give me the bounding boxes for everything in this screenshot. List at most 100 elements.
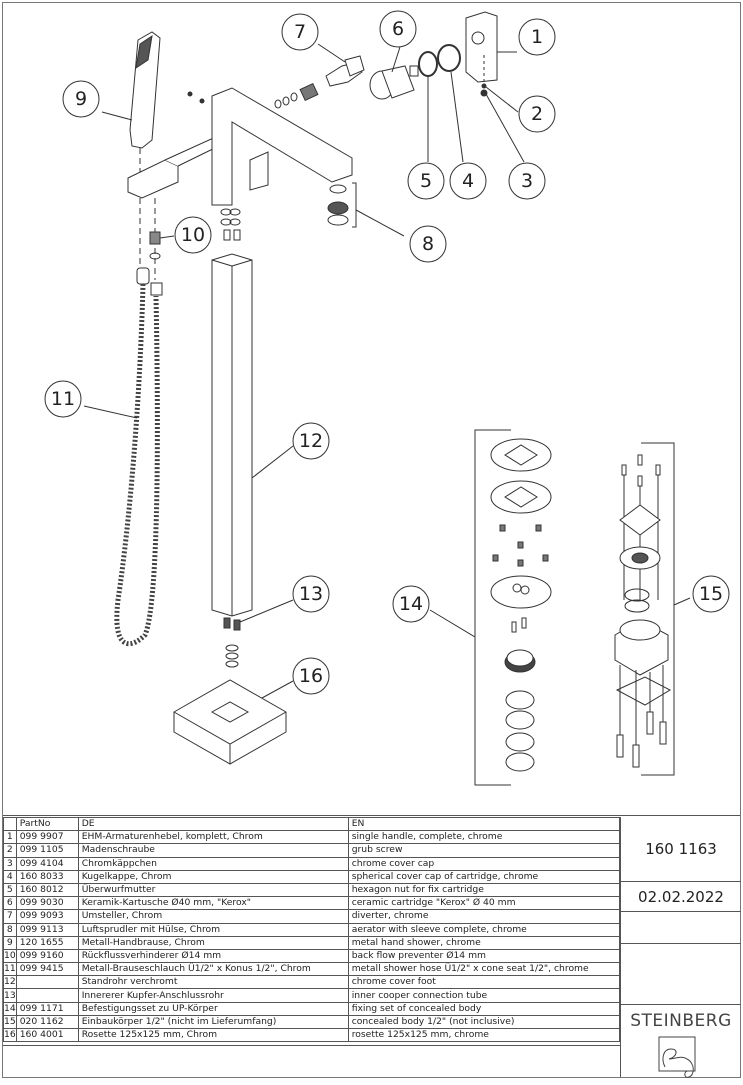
callout-14 <box>392 585 430 623</box>
cell-partno: 120 1655 <box>15 935 79 950</box>
hand-shower-part <box>129 31 161 270</box>
cell-partno: 160 4001 <box>15 1027 79 1043</box>
cell-de: Chromkäppchen <box>77 856 349 871</box>
cell-partno: 099 9030 <box>15 896 79 911</box>
cell-partno: 099 9415 <box>15 962 79 977</box>
cell-partno: 160 8033 <box>15 869 79 884</box>
header-partno: PartNo <box>15 816 79 832</box>
callout-2-label: 2 <box>531 103 543 125</box>
cell-partno: 160 8012 <box>15 882 79 898</box>
cell-partno: 099 4104 <box>15 856 79 871</box>
cell-en: metal hand shower, chrome <box>347 935 621 950</box>
cell-en: grub screw <box>347 843 621 858</box>
callout-9-label: 9 <box>75 88 87 110</box>
back-flow-preventer-part <box>149 231 161 245</box>
cell-partno: 099 9907 <box>15 830 79 845</box>
cell-en: rosette 125x125 mm, chrome <box>347 1027 621 1043</box>
diverter-part <box>274 55 365 109</box>
cell-num: 7 <box>3 909 17 924</box>
table-divider <box>3 815 740 816</box>
hexagon-nut-part <box>418 51 438 77</box>
callout-4-label: 4 <box>462 170 474 192</box>
cartridge-part <box>369 65 419 100</box>
cell-partno: 099 9160 <box>15 948 79 964</box>
cell-en: concealed body 1/2" (not inclusive) <box>347 1014 621 1030</box>
callout-13-label: 13 <box>299 583 323 605</box>
callout-9 <box>62 80 100 118</box>
callout-14-label: 14 <box>399 593 423 615</box>
callout-15 <box>692 575 730 613</box>
brand-name: STEINBERG <box>630 1011 732 1031</box>
callout-5 <box>407 162 445 200</box>
callout-8 <box>409 225 447 263</box>
cell-partno: 099 1105 <box>15 843 79 858</box>
cell-en: diverter, chrome <box>347 909 621 924</box>
cell-partno: 020 1162 <box>15 1014 79 1030</box>
table-header-row: PartNo DE EN <box>3 816 621 832</box>
brand-logo-icon <box>658 1036 696 1078</box>
cover-column-part <box>211 253 253 617</box>
cell-num: 15 <box>3 1014 17 1030</box>
cell-de: Rückflussverhinderer Ø14 mm <box>77 948 349 964</box>
cell-de: Madenschraube <box>77 843 349 858</box>
header-en: EN <box>347 816 621 832</box>
callout-12-label: 12 <box>299 430 323 452</box>
fixing-set-parts <box>490 438 552 772</box>
brand-block: STEINBERG <box>621 1011 741 1085</box>
cell-de: Metall-Brauseschlauch Ü1/2" x Konus 1/2"… <box>77 962 349 977</box>
handle-part <box>465 11 498 97</box>
shower-hose-part <box>114 267 163 647</box>
cell-de: Umsteller, Chrom <box>77 909 349 924</box>
aerator-part <box>327 182 357 228</box>
header-num <box>3 816 17 832</box>
cell-num: 12 <box>3 975 17 990</box>
cell-de: Befestigungsset zu UP-Körper <box>77 1001 349 1016</box>
callout-8-label: 8 <box>422 233 434 255</box>
callout-12 <box>292 422 330 460</box>
cell-en: single handle, complete, chrome <box>347 830 621 845</box>
cell-partno <box>15 975 79 990</box>
cell-en: hexagon nut for fix cartridge <box>347 882 621 898</box>
cell-de: Rosette 125x125 mm, Chrom <box>77 1027 349 1043</box>
cell-en: aerator with sleeve complete, chrome <box>347 922 621 937</box>
cell-en: chrome cover foot <box>347 975 621 990</box>
cell-partno <box>15 988 79 1003</box>
cell-de: Standrohr verchromt <box>77 975 349 990</box>
callout-3 <box>508 162 546 200</box>
cell-de: Einbaukörper 1/2" (nicht im Lieferumfang… <box>77 1014 349 1030</box>
cell-partno: 099 1171 <box>15 1001 79 1016</box>
cell-en: back flow preventer Ø14 mm <box>347 948 621 964</box>
cell-num: 6 <box>3 896 17 911</box>
callout-5-label: 5 <box>420 170 432 192</box>
cell-num: 14 <box>3 1001 17 1016</box>
cell-de: Innererer Kupfer-Anschlussrohr <box>77 988 349 1003</box>
cell-de: Luftsprudler mit Hülse, Chrom <box>77 922 349 937</box>
table-bottom-line <box>3 1045 620 1046</box>
cell-en: fixing set of concealed body <box>347 1001 621 1016</box>
cell-num: 10 <box>3 948 17 964</box>
exploded-view-drawing: 1 2 3 4 5 6 7 8 9 10 11 12 13 14 15 16 <box>44 10 730 786</box>
cell-en: chrome cover cap <box>347 856 621 871</box>
cell-num: 3 <box>3 856 17 871</box>
callout-15-label: 15 <box>699 583 723 605</box>
spherical-cap-part <box>437 44 461 72</box>
cell-num: 16 <box>3 1027 17 1043</box>
cell-en: spherical cover cap of cartridge, chrome <box>347 869 621 884</box>
callout-1-label: 1 <box>531 26 543 48</box>
cell-de: Überwurfmutter <box>77 882 349 898</box>
callout-10-label: 10 <box>181 224 205 246</box>
cell-num: 2 <box>3 843 17 858</box>
cell-num: 8 <box>3 922 17 937</box>
callout-16 <box>292 657 330 695</box>
